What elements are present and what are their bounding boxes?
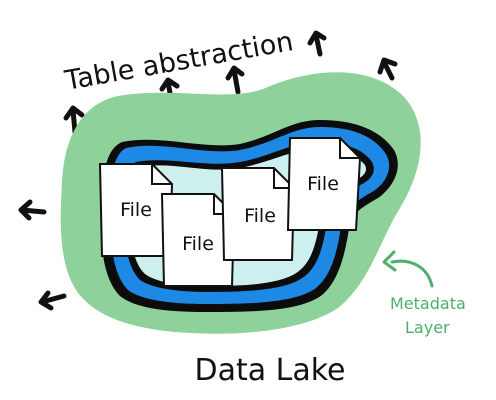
file-label: File	[120, 199, 152, 221]
metadata-label-line2: Layer	[405, 318, 450, 337]
arrow-up-icon	[377, 57, 398, 81]
data-lake-label: Data Lake	[194, 353, 345, 388]
file-4: File	[286, 137, 362, 231]
arrow-up-icon	[307, 30, 327, 57]
arrow-up-icon	[225, 65, 245, 95]
curved-arrow-icon	[382, 250, 434, 288]
arrow-left-icon	[38, 290, 67, 311]
file-label: File	[307, 173, 339, 195]
file-label: File	[244, 205, 276, 227]
metadata-label-line1: Metadata	[390, 294, 466, 313]
arrow-up-icon	[63, 105, 85, 135]
file-3: File	[220, 167, 296, 261]
file-1: File	[98, 163, 174, 257]
file-label: File	[182, 233, 214, 255]
arrow-left-icon	[18, 199, 47, 221]
